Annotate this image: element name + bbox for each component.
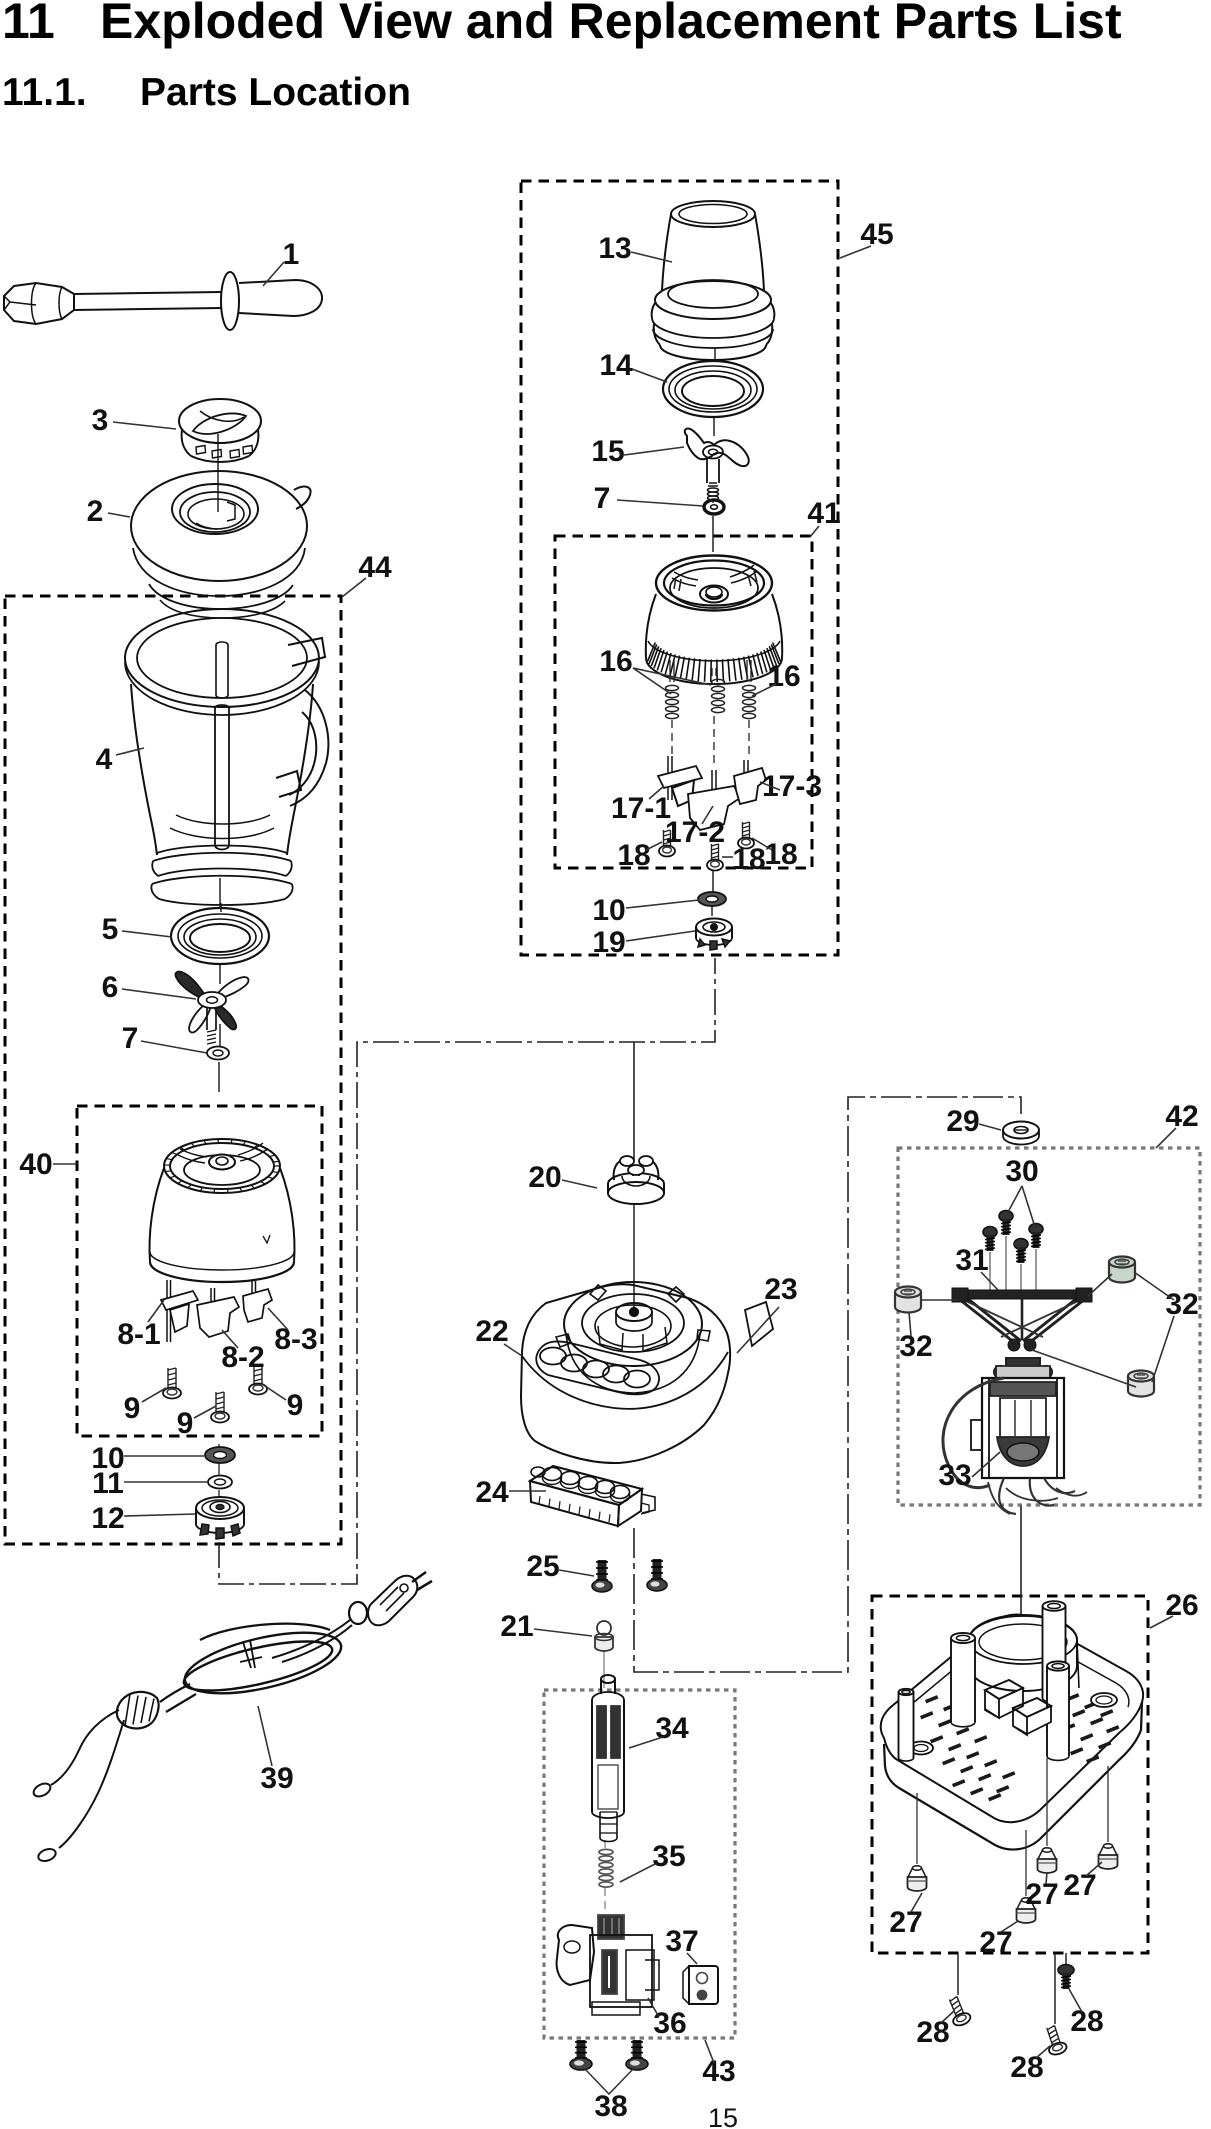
svg-text:32: 32 — [1165, 1288, 1198, 1321]
svg-text:4: 4 — [96, 743, 113, 776]
svg-text:15: 15 — [591, 435, 624, 468]
svg-text:22: 22 — [475, 1315, 508, 1348]
svg-text:23: 23 — [764, 1273, 797, 1306]
svg-text:9: 9 — [124, 1392, 141, 1425]
svg-text:9: 9 — [177, 1407, 194, 1440]
svg-text:13: 13 — [598, 232, 631, 265]
svg-text:10: 10 — [592, 894, 625, 927]
svg-text:24: 24 — [475, 1476, 509, 1509]
svg-text:37: 37 — [665, 1925, 698, 1958]
svg-text:14: 14 — [599, 349, 633, 382]
svg-text:34: 34 — [655, 1712, 689, 1745]
svg-text:29: 29 — [946, 1105, 979, 1138]
svg-text:9: 9 — [287, 1389, 304, 1422]
svg-text:20: 20 — [528, 1161, 561, 1194]
svg-text:33: 33 — [938, 1459, 971, 1492]
svg-text:8-2: 8-2 — [221, 1341, 264, 1374]
svg-text:15: 15 — [708, 2103, 738, 2129]
svg-text:19: 19 — [592, 926, 625, 959]
svg-text:32: 32 — [899, 1330, 932, 1363]
svg-text:3: 3 — [92, 404, 109, 437]
svg-text:27: 27 — [1025, 1878, 1058, 1911]
svg-text:35: 35 — [652, 1840, 685, 1873]
svg-text:11.1.: 11.1. — [2, 71, 87, 114]
svg-text:17-1: 17-1 — [611, 792, 671, 825]
svg-text:18: 18 — [764, 838, 797, 871]
svg-text:17-2: 17-2 — [665, 816, 725, 849]
svg-text:Exploded View and Replacement: Exploded View and Replacement Parts List — [100, 0, 1122, 49]
svg-text:12: 12 — [91, 1502, 124, 1535]
svg-text:45: 45 — [860, 218, 893, 251]
svg-text:21: 21 — [500, 1610, 533, 1643]
svg-text:27: 27 — [979, 1926, 1012, 1959]
svg-text:18: 18 — [617, 839, 650, 872]
svg-text:6: 6 — [102, 971, 119, 1004]
svg-text:25: 25 — [526, 1550, 559, 1583]
svg-text:7: 7 — [122, 1022, 139, 1055]
svg-text:11: 11 — [92, 1467, 124, 1500]
svg-text:11: 11 — [2, 0, 55, 49]
svg-text:8-1: 8-1 — [117, 1318, 160, 1351]
svg-text:40: 40 — [19, 1148, 52, 1181]
svg-text:39: 39 — [260, 1762, 293, 1795]
svg-text:27: 27 — [1063, 1869, 1096, 1902]
svg-text:16: 16 — [599, 645, 632, 678]
svg-text:27: 27 — [889, 1906, 922, 1939]
svg-text:44: 44 — [358, 551, 392, 584]
svg-text:7: 7 — [594, 482, 611, 515]
svg-text:30: 30 — [1005, 1155, 1038, 1188]
svg-text:16: 16 — [767, 660, 800, 693]
svg-text:2: 2 — [87, 495, 104, 528]
svg-text:31: 31 — [955, 1244, 988, 1277]
svg-text:28: 28 — [1070, 2005, 1103, 2038]
svg-text:8-3: 8-3 — [274, 1323, 317, 1356]
svg-text:Parts Location: Parts Location — [140, 71, 411, 114]
svg-text:41: 41 — [807, 497, 840, 530]
svg-text:43: 43 — [702, 2055, 735, 2088]
svg-text:5: 5 — [102, 913, 119, 946]
svg-text:42: 42 — [1165, 1100, 1198, 1133]
svg-text:1: 1 — [283, 238, 300, 271]
svg-text:18: 18 — [732, 843, 765, 876]
svg-text:38: 38 — [594, 2090, 627, 2123]
svg-text:36: 36 — [653, 2007, 686, 2040]
svg-text:10: 10 — [91, 1442, 124, 1475]
svg-text:28: 28 — [916, 2016, 949, 2049]
